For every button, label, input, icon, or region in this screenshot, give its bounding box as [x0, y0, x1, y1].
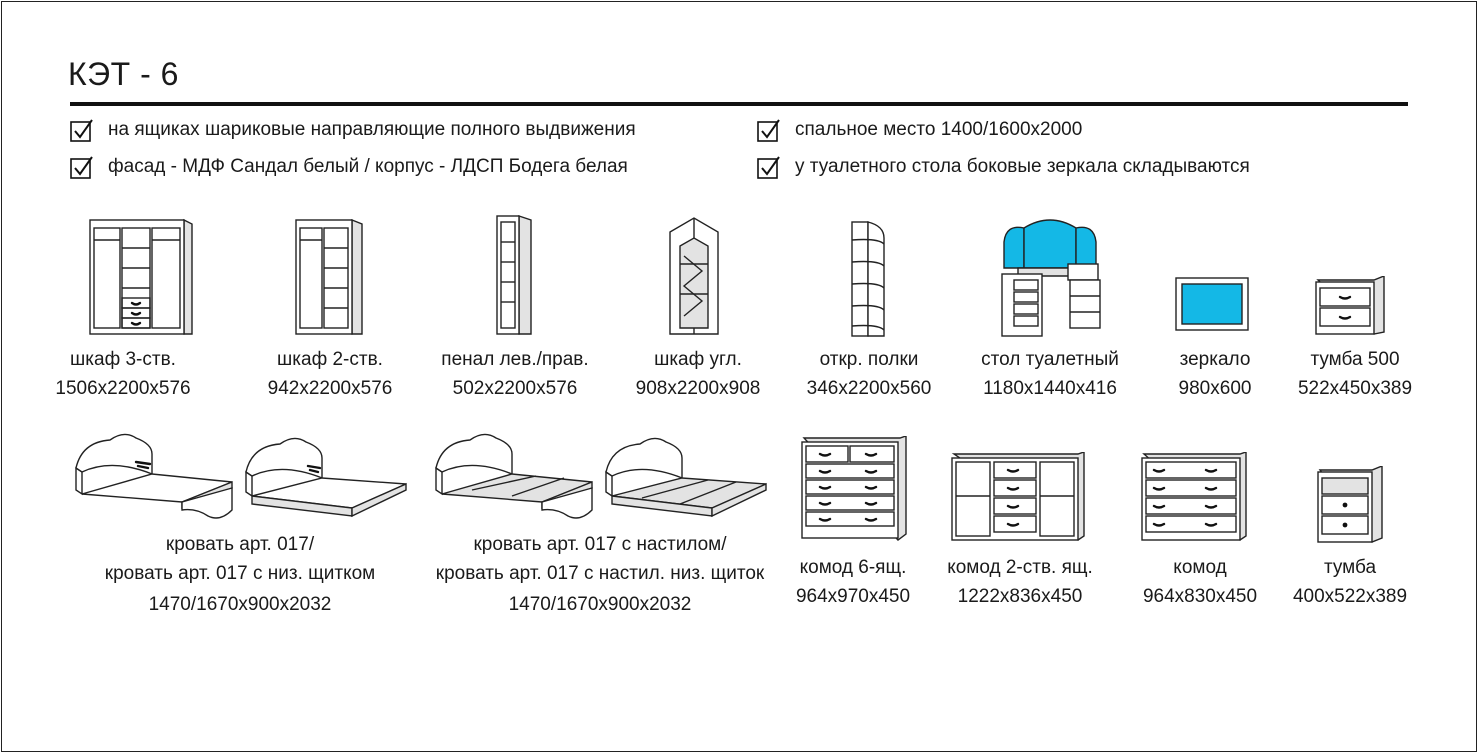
checkbox-checked-icon	[70, 118, 94, 142]
wardrobe-3-door-icon	[89, 218, 193, 335]
product-name: кровать арт. 017/	[165, 534, 315, 555]
bed-017-icon	[75, 433, 407, 519]
product-dimensions: 522х450х389	[1297, 378, 1413, 399]
product-item: пенал лев./прав. 502х2200х576	[430, 345, 600, 403]
product-item: шкаф 3-ств. 1506х2200х576	[38, 345, 208, 403]
product-item: тумба 500 522х450х389	[1285, 345, 1425, 403]
chest-6-drawer-icon	[801, 436, 907, 541]
product-dimensions: 346х2200х560	[806, 378, 932, 399]
product-dimensions: 1180х1440х416	[983, 378, 1117, 399]
product-item: шкаф 2-ств. 942х2200х576	[245, 345, 415, 403]
product-item: тумба 400х522х389	[1280, 553, 1420, 611]
chest-icon	[1141, 452, 1247, 541]
feature-text: на ящиках шариковые направляющие полного…	[108, 119, 636, 140]
nightstand-icon	[1317, 466, 1383, 543]
product-dimensions: 502х2200х576	[452, 378, 578, 399]
product-dimensions: 964х970х450	[795, 586, 911, 607]
product-dimensions: 1506х2200х576	[55, 378, 191, 399]
product-dimensions: 1470/1670х900х2032	[148, 594, 332, 615]
product-item: комод 2-ств. ящ. 1222х836х450	[935, 553, 1105, 611]
product-name: шкаф 3-ств.	[70, 349, 176, 370]
product-dimensions: 980х600	[1178, 378, 1252, 399]
product-dimensions: 942х2200х576	[267, 378, 393, 399]
product-name: пенал лев./прав.	[441, 349, 589, 370]
product-dimensions: 1470/1670х900х2032	[508, 594, 692, 615]
product-item: комод 6-ящ. 964х970х450	[783, 553, 923, 611]
product-item: стол туалетный 1180х1440х416	[965, 345, 1135, 403]
product-name-variant: кровать арт. 017 с низ. щитком	[104, 563, 376, 584]
mirror-icon	[1175, 277, 1249, 331]
checkbox-checked-icon	[757, 155, 781, 179]
feature-item: фасад - МДФ Сандал белый / корпус - ЛДСП…	[70, 155, 628, 179]
product-item: зеркало 980х600	[1145, 345, 1285, 403]
page-title: КЭТ - 6	[68, 56, 179, 92]
product-item: кровать арт. 017/ кровать арт. 017 с низ…	[60, 530, 420, 619]
corner-wardrobe-icon	[669, 217, 719, 335]
product-item: комод 964х830х450	[1120, 553, 1280, 611]
product-dimensions: 908х2200х908	[635, 378, 761, 399]
product-name: тумба 500	[1310, 349, 1400, 370]
feature-text: фасад - МДФ Сандал белый / корпус - ЛДСП…	[108, 156, 628, 177]
open-shelves-icon	[851, 221, 885, 337]
feature-item: на ящиках шариковые направляющие полного…	[70, 118, 636, 142]
wardrobe-2-door-icon	[295, 218, 363, 335]
product-item: кровать арт. 017 с настилом/ кровать арт…	[415, 530, 785, 619]
product-dimensions: 1222х836х450	[957, 586, 1083, 607]
product-item: шкаф угл. 908х2200х908	[613, 345, 783, 403]
product-name: зеркало	[1179, 349, 1251, 370]
product-dimensions: 964х830х450	[1142, 586, 1258, 607]
checkbox-checked-icon	[757, 118, 781, 142]
product-name: шкаф 2-ств.	[277, 349, 383, 370]
narrow-cabinet-icon	[496, 215, 532, 335]
feature-item: у туалетного стола боковые зеркала склад…	[757, 155, 1250, 179]
product-name: комод	[1173, 557, 1227, 578]
checkbox-checked-icon	[70, 155, 94, 179]
title-divider	[70, 102, 1408, 106]
product-name: тумба	[1323, 557, 1377, 578]
product-name: откр. полки	[819, 349, 919, 370]
product-dimensions: 400х522х389	[1292, 586, 1408, 607]
bed-017-slatted-icon	[435, 433, 767, 519]
dressing-table-icon	[1001, 219, 1101, 337]
feature-text: у туалетного стола боковые зеркала склад…	[795, 156, 1250, 177]
chest-2-door-icon	[951, 452, 1085, 541]
feature-item: спальное место 1400/1600х2000	[757, 118, 1082, 142]
feature-text: спальное место 1400/1600х2000	[795, 119, 1083, 140]
product-name: комод 2-ств. ящ.	[947, 557, 1093, 578]
product-name: кровать арт. 017 с настилом/	[473, 534, 727, 555]
product-name: шкаф угл.	[654, 349, 742, 370]
product-name-variant: кровать арт. 017 с настил. низ. щиток	[435, 563, 765, 584]
product-name: комод 6-ящ.	[799, 557, 907, 578]
nightstand-500-icon	[1315, 276, 1385, 335]
product-name: стол туалетный	[981, 349, 1119, 370]
product-item: откр. полки 346х2200х560	[784, 345, 954, 403]
